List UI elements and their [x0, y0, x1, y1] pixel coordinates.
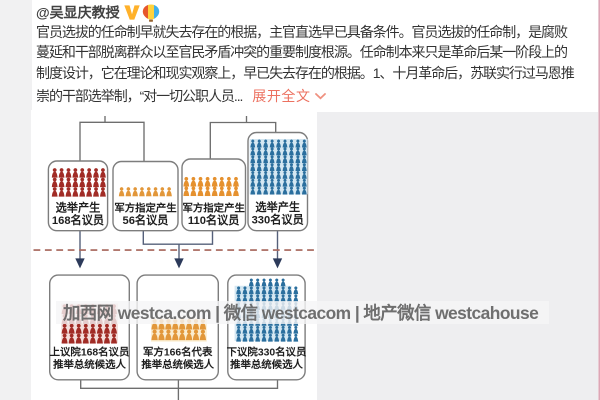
svg-text:推举总统候选人: 推举总统候选人 — [141, 358, 214, 371]
svg-text:168名议员: 168名议员 — [52, 213, 104, 227]
svg-text:330名议员: 330名议员 — [252, 212, 304, 226]
svg-text:56名议员: 56名议员 — [122, 213, 168, 227]
svg-text:选举产生: 选举产生 — [56, 200, 101, 214]
svg-text:军方指定产生: 军方指定产生 — [114, 201, 177, 214]
svg-text:110名议员: 110名议员 — [188, 213, 240, 227]
svg-text:推举总统候选人: 推举总统候选人 — [230, 358, 303, 371]
svg-text:军方166名代表: 军方166名代表 — [143, 345, 213, 358]
svg-text:选举产生: 选举产生 — [255, 200, 300, 214]
svg-text:上议院168名议员: 上议院168名议员 — [50, 345, 130, 358]
svg-text:下议院330名议员: 下议院330名议员 — [227, 345, 307, 358]
svg-text:推举总统候选人: 推举总统候选人 — [53, 358, 126, 371]
svg-text:军方指定产生: 军方指定产生 — [183, 201, 246, 214]
